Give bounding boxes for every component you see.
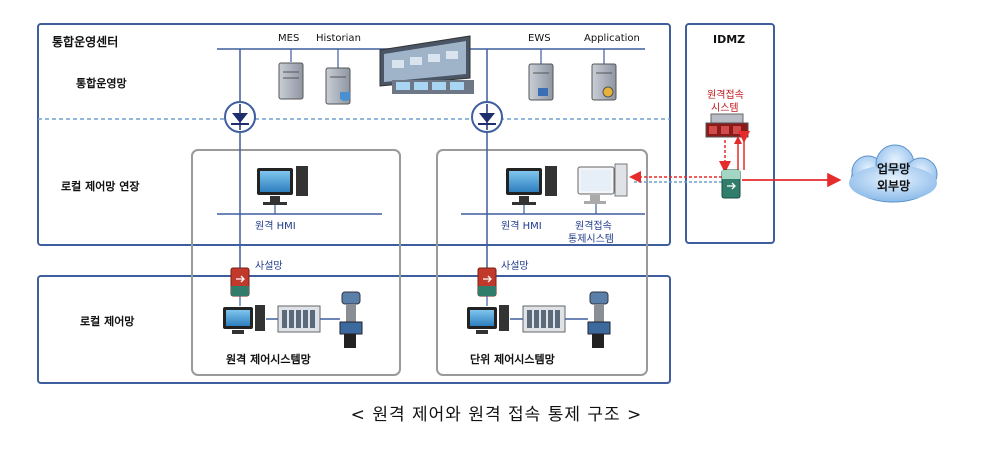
remote-hmi-left-label: 원격 HMI <box>255 221 296 232</box>
zone-label-idmz: IDMZ <box>713 33 746 46</box>
remote-hmi-left-icon <box>257 166 308 205</box>
figure-caption: < 원격 제어와 원격 접속 통제 구조 > <box>350 405 643 425</box>
unit-control-net-label: 단위 제어시스템망 <box>470 353 555 366</box>
unit-box <box>436 149 648 376</box>
zone-label-local-ctrl: 로컬 제어망 <box>80 315 135 328</box>
remote-access-system-label-1: 원격접속 <box>707 90 744 101</box>
idmz-firewall-icon <box>721 169 741 199</box>
remote-access-control-label-2: 통제시스템 <box>568 234 614 245</box>
control-pc-right-icon <box>467 305 509 334</box>
private-net-firewall-left-icon <box>230 267 250 297</box>
remote-hmi-right-label: 원격 HMI <box>501 221 542 232</box>
historian-server-icon <box>325 67 351 105</box>
local-control-frame <box>37 275 671 384</box>
private-net-right-label: 사설망 <box>501 261 529 272</box>
zone-label-local-ext: 로컬 제어망 연장 <box>61 180 140 193</box>
remote-control-net-label: 원격 제어시스템망 <box>226 353 311 366</box>
server-label-ews: EWS <box>528 33 551 44</box>
mes-server-icon <box>278 62 304 100</box>
server-label-application: Application <box>584 33 640 44</box>
ews-server-icon <box>528 63 554 101</box>
private-net-firewall-right-icon <box>477 267 497 297</box>
zone-label-integrated-net: 통합운영망 <box>76 77 127 90</box>
remote-access-system-label-2: 시스템 <box>711 103 739 114</box>
field-devices-left-icon <box>339 291 363 348</box>
center-frame <box>37 23 671 246</box>
cloud-label-1: 업무망 <box>877 162 911 176</box>
remote-access-control-pc-icon <box>577 163 628 204</box>
cloud-label-2: 외부망 <box>877 179 911 193</box>
field-devices-right-icon <box>587 291 611 348</box>
control-pc-left-icon <box>223 305 265 334</box>
control-room-icon <box>379 35 474 94</box>
plc-right-icon <box>522 305 566 333</box>
application-server-icon <box>591 63 617 101</box>
cloud-icon <box>849 144 938 203</box>
diode-left-icon <box>224 101 256 133</box>
plc-left-icon <box>277 305 321 333</box>
server-label-mes: MES <box>278 33 300 44</box>
remote-box <box>191 149 401 376</box>
diode-right-icon <box>471 101 503 133</box>
remote-access-system-icon <box>705 113 749 138</box>
idmz-frame <box>685 23 775 244</box>
private-net-left-label: 사설망 <box>255 261 283 272</box>
server-label-historian: Historian <box>316 33 361 44</box>
remote-access-control-label-1: 원격접속 <box>575 221 612 232</box>
zone-label-center: 통합운영센터 <box>52 35 119 49</box>
remote-hmi-right-icon <box>506 166 557 205</box>
